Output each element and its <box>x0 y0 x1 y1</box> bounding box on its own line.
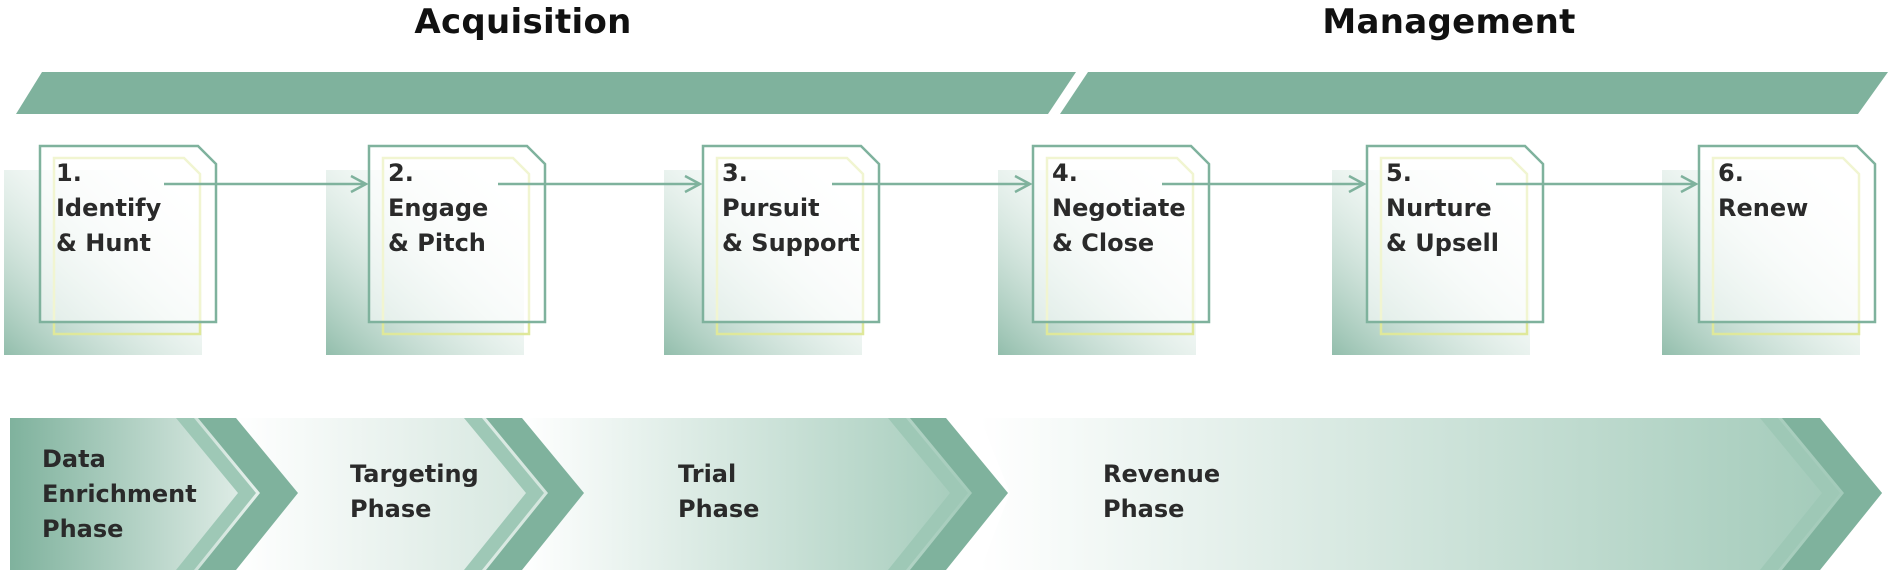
section-title-acquisition: Acquisition <box>414 2 632 42</box>
phase-chevron-3 <box>888 418 1008 570</box>
stage-title-line2: & Upsell <box>1386 229 1499 257</box>
phase-line: Trial <box>678 460 737 488</box>
stage-card-1 <box>38 144 218 336</box>
stage-title-line2: & Hunt <box>56 229 152 257</box>
stage-title-line2: & Close <box>1052 229 1155 257</box>
stage-card-2 <box>367 144 547 336</box>
phase-line: Phase <box>678 495 760 523</box>
stage-title-line1: Nurture <box>1386 194 1492 222</box>
stage-number: 5. <box>1386 159 1412 187</box>
phase-line: Phase <box>1103 495 1185 523</box>
stage-label-5: 5. Nurture & Upsell <box>1386 156 1499 261</box>
stage-title-line2: & Pitch <box>388 229 486 257</box>
section-title-management: Management <box>1322 2 1576 42</box>
phase-line: Phase <box>350 495 432 523</box>
stage-card-6 <box>1697 144 1877 336</box>
phase-band-2 <box>236 418 576 570</box>
management-banner <box>1060 72 1888 114</box>
stage-number: 2. <box>388 159 414 187</box>
stage-number: 1. <box>56 159 82 187</box>
phase-line: Phase <box>42 515 124 543</box>
stage-number: 4. <box>1052 159 1078 187</box>
phase-line: Data <box>42 445 106 473</box>
stage-label-6: 6. Renew <box>1718 156 1808 226</box>
phase-label-targeting: Targeting Phase <box>350 457 479 527</box>
phase-chevron-1 <box>176 418 298 570</box>
stage-title-line1: Negotiate <box>1052 194 1186 222</box>
phase-band-3 <box>522 418 999 570</box>
stage-label-1: 1. Identify & Hunt <box>56 156 161 261</box>
stage-title-line1: Renew <box>1718 194 1809 222</box>
phase-line: Revenue <box>1103 460 1221 488</box>
phase-line: Targeting <box>350 460 479 488</box>
phase-line: Enrichment <box>42 480 197 508</box>
stage-label-3: 3. Pursuit & Support <box>722 156 860 261</box>
stage-number: 3. <box>722 159 748 187</box>
stage-card-4 <box>1031 144 1211 336</box>
stage-title-line2: & Support <box>722 229 860 257</box>
stage-label-4: 4. Negotiate & Close <box>1052 156 1186 261</box>
stage-title-line1: Pursuit <box>722 194 820 222</box>
stage-card-3 <box>701 144 881 336</box>
phase-band-4 <box>980 418 1882 570</box>
stage-card-5 <box>1365 144 1545 336</box>
phase-label-data-enrichment: Data Enrichment Phase <box>42 442 197 547</box>
stage-title-line1: Engage <box>388 194 489 222</box>
phase-label-revenue: Revenue Phase <box>1103 457 1220 527</box>
phase-chevron-2 <box>464 418 584 570</box>
stage-title-line1: Identify <box>56 194 162 222</box>
stage-number: 6. <box>1718 159 1744 187</box>
acquisition-banner <box>16 72 1076 114</box>
phase-label-trial: Trial Phase <box>678 457 759 527</box>
phase-chevron-4 <box>1760 418 1882 570</box>
stage-label-2: 2. Engage & Pitch <box>388 156 488 261</box>
